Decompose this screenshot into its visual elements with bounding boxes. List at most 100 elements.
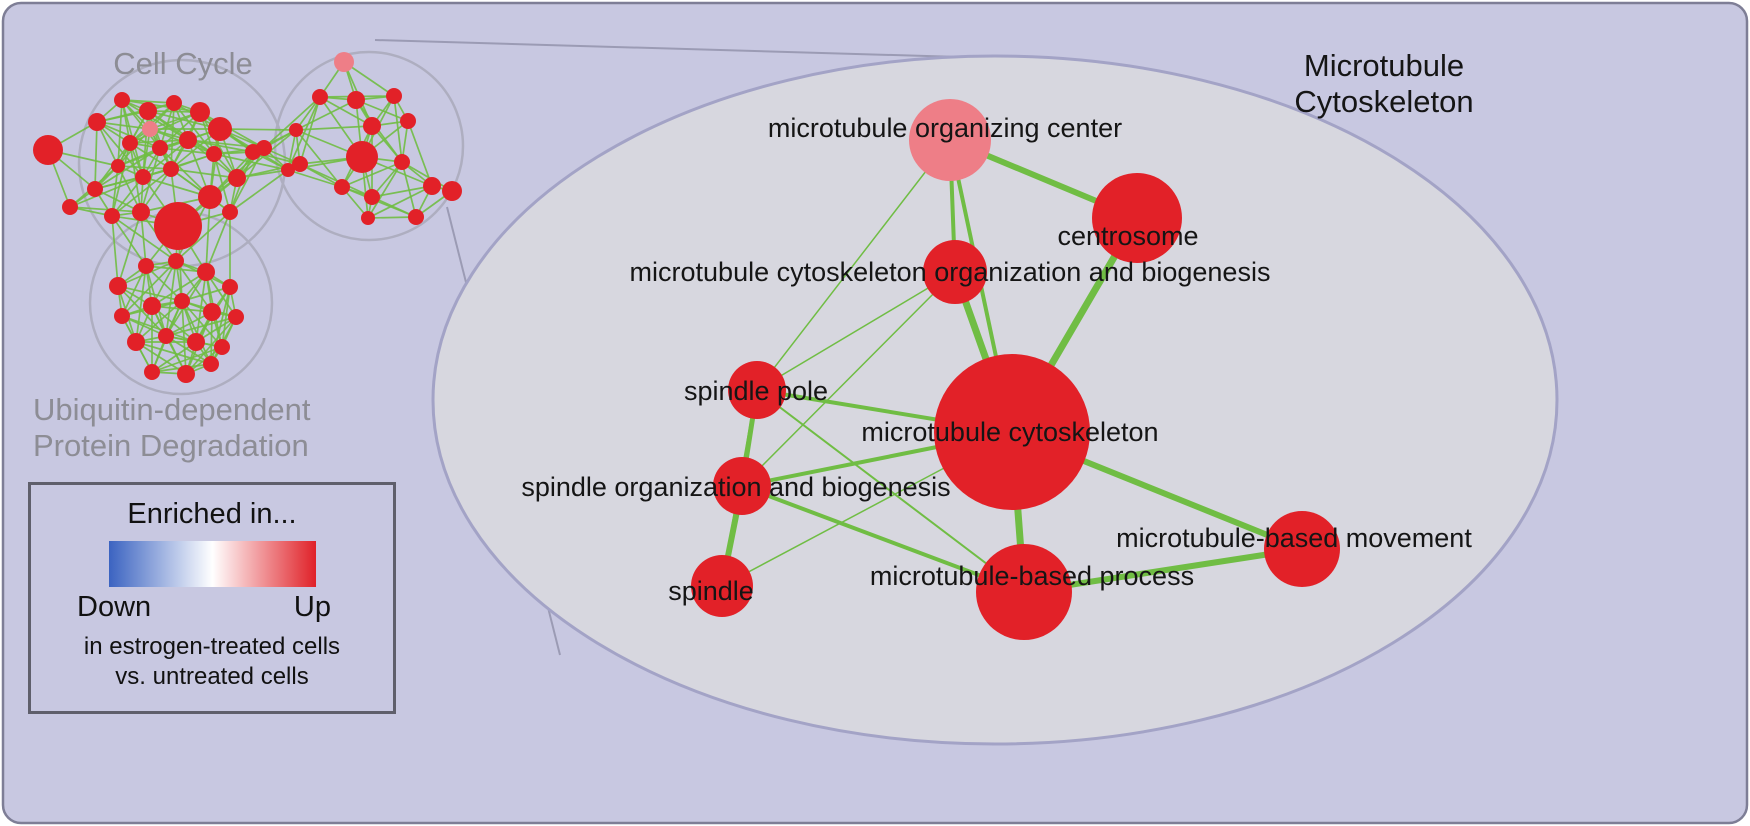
minimap-node — [88, 113, 106, 131]
minimap-node — [122, 135, 138, 151]
minimap-node — [442, 181, 462, 201]
minimap-edge — [407, 120, 433, 187]
minimap-edge — [295, 125, 373, 131]
minimap-node — [208, 117, 232, 141]
minimap-edge — [117, 165, 172, 170]
legend-up-label: Up — [293, 591, 331, 623]
node-centrosome — [1092, 173, 1182, 263]
node-mt-process — [976, 544, 1072, 640]
minimap-edge — [117, 139, 189, 167]
minimap-node — [334, 52, 354, 72]
minimap-node — [386, 88, 402, 104]
minimap-edge — [367, 216, 417, 219]
minimap-node — [154, 202, 202, 250]
minimap-edge — [170, 168, 238, 179]
node-mt-movement — [1264, 511, 1340, 587]
minimap-edge — [94, 168, 172, 190]
minimap-edge — [263, 96, 321, 149]
minimap-node — [143, 297, 161, 315]
minimap-node — [135, 169, 151, 185]
minimap-node — [423, 177, 441, 195]
edge-mco--spindle-org — [741, 271, 956, 487]
minimap-node — [166, 95, 182, 111]
minimap-edge — [151, 346, 223, 373]
minimap-edge — [111, 215, 119, 287]
node-label-spindle-pole: spindle pole — [684, 376, 828, 406]
minimap-node — [132, 203, 150, 221]
minimap-node — [394, 154, 410, 170]
edge-spindle-pole--mt-process — [756, 389, 1025, 593]
edge-mco--spindle-pole — [756, 271, 956, 391]
minimap-node — [104, 208, 120, 224]
node-mt-cytoskeleton — [934, 354, 1090, 510]
node-label-mco: microtubule cytoskeleton organization an… — [630, 257, 1271, 287]
region-label-microtubule-cytoskeleton-line1: Microtubule — [1304, 48, 1464, 83]
minimap-edge — [181, 286, 231, 302]
minimap-edge — [319, 96, 373, 127]
minimap-edge — [343, 61, 395, 97]
minimap-node — [87, 181, 103, 197]
minimap-edge — [175, 211, 231, 262]
minimap-edge — [135, 341, 212, 365]
minimap-node — [408, 209, 424, 225]
minimap-edge — [147, 110, 172, 170]
minimap-edge — [295, 99, 357, 131]
minimap-edge — [205, 196, 211, 273]
region-label-ubiquitin-dependent-protein-degradation-line1: Ubiquitin-dependent — [33, 392, 311, 427]
minimap-edge — [121, 260, 177, 317]
minimap-edge — [111, 142, 131, 217]
minimap-edge — [111, 165, 119, 217]
minimap-edge — [142, 139, 189, 178]
minimap-node — [111, 159, 125, 173]
minimap-node — [139, 102, 157, 120]
legend-title: Enriched in... — [127, 498, 297, 530]
minimap-node — [144, 364, 160, 380]
minimap-node — [142, 121, 158, 137]
node-mco — [923, 240, 987, 304]
edge-moc--spindle-pole — [756, 139, 951, 391]
minimap-edge — [151, 271, 207, 307]
minimap-node — [138, 258, 154, 274]
minimap-node — [214, 339, 230, 355]
minimap-edge — [165, 335, 212, 365]
minimap-edge — [165, 260, 177, 337]
minimap-edge — [129, 111, 201, 144]
minimap-node — [346, 141, 378, 173]
minimap-node — [347, 91, 365, 109]
minimap-edge — [151, 305, 197, 343]
minimap-edge — [117, 99, 123, 167]
minimap-edge — [210, 286, 231, 365]
minimap-edge — [371, 185, 433, 198]
minimap-edge — [299, 163, 373, 198]
minimap-node — [152, 140, 168, 156]
legend-subtitle-line2: vs. untreated cells — [115, 663, 309, 690]
minimap-edge — [205, 211, 231, 273]
legend-box: Enriched in... Down Up in estrogen-treat… — [28, 482, 396, 714]
minimap-node — [33, 135, 63, 165]
minimap-edge — [117, 211, 142, 287]
minimap-node — [109, 277, 127, 295]
minimap-node — [312, 89, 328, 105]
minimap-node — [179, 131, 197, 149]
minimap-node — [114, 92, 130, 108]
minimap-edge — [69, 176, 144, 208]
minimap-edge — [287, 169, 343, 188]
minimap-edge — [181, 300, 187, 375]
region-label-cell-cycle-line1: Cell Cycle — [113, 46, 253, 81]
minimap-node — [62, 199, 78, 215]
minimap-edge — [221, 286, 231, 348]
node-label-mt-process: microtubule-based process — [870, 561, 1194, 591]
minimap-node — [187, 333, 205, 351]
minimap-node — [114, 308, 130, 324]
minimap-edge — [371, 196, 417, 218]
minimap-node — [174, 293, 190, 309]
minimap-node — [203, 356, 219, 372]
minimap-edge — [341, 161, 403, 188]
minimap-edge — [367, 185, 433, 219]
minimap-node — [222, 279, 238, 295]
node-moc — [909, 99, 991, 181]
minimap-node — [203, 303, 221, 321]
legend-down-label: Down — [77, 591, 152, 623]
minimap-node — [158, 328, 174, 344]
